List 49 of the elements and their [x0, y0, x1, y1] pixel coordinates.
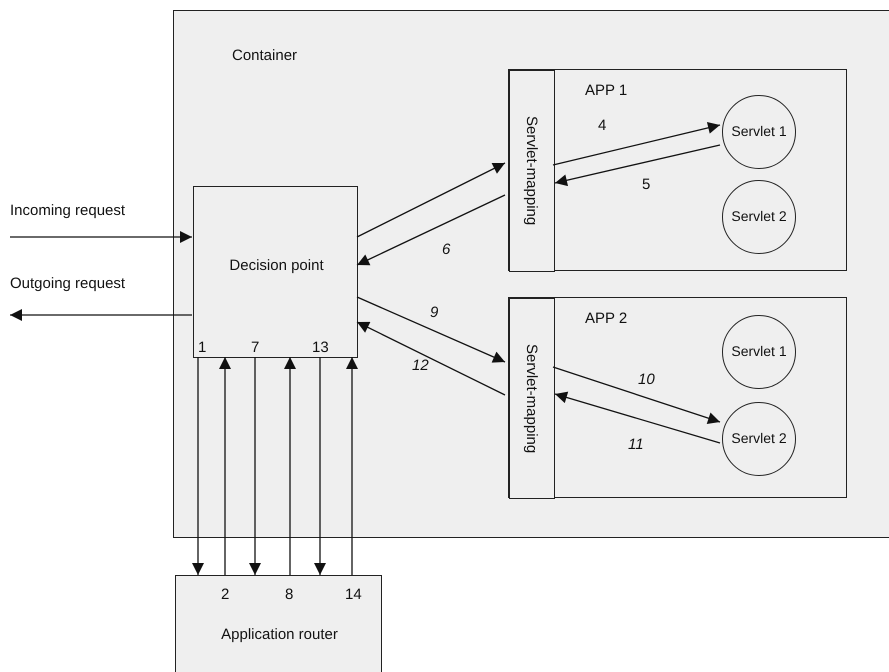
- edge-label: 6: [442, 242, 450, 257]
- app-box: [508, 69, 847, 271]
- arrow: [10, 231, 192, 243]
- app-box: [508, 297, 847, 498]
- edge-label: 13: [312, 340, 329, 355]
- servlet-label: Servlet 2: [730, 430, 788, 447]
- vertical-label: Servlet-mapping: [522, 115, 541, 228]
- arrow: [552, 366, 720, 424]
- arrow: [284, 357, 296, 575]
- container-box: [173, 10, 889, 538]
- box-label: Container: [232, 47, 298, 65]
- edge-label: 10: [638, 372, 655, 387]
- arrow: [356, 162, 506, 238]
- servlet-label: Servlet 1: [730, 343, 788, 360]
- arrow: [554, 392, 720, 444]
- edge-label: 12: [412, 358, 429, 373]
- box-label: APP 1: [585, 82, 628, 100]
- arrow: [346, 357, 358, 575]
- servlet-mapping-band: [509, 70, 555, 272]
- box-label: APP 2: [585, 310, 628, 328]
- arrow: [552, 122, 720, 166]
- servlet-mapping-band: [509, 298, 555, 499]
- edge-label: 2: [221, 587, 230, 602]
- arrow: [356, 194, 506, 266]
- arrow: [314, 357, 326, 575]
- edge-label: 1: [198, 340, 206, 355]
- arrow: [10, 309, 192, 321]
- box-label: Decision point: [228, 257, 325, 275]
- edge-label: 7: [251, 340, 260, 355]
- box-label: Application router: [220, 626, 339, 644]
- servlet-label: Servlet 1: [730, 123, 788, 140]
- edge-label: 11: [628, 437, 644, 452]
- edge-label: Incoming request: [10, 203, 126, 218]
- arrow: [219, 357, 231, 575]
- edge-label: Outgoing request: [10, 276, 126, 291]
- edge-label: 9: [430, 305, 438, 320]
- arrow: [249, 357, 261, 575]
- edge-label: 14: [345, 587, 362, 602]
- router-box: [175, 575, 382, 672]
- edge-label: 5: [642, 177, 650, 192]
- arrow: [554, 144, 720, 186]
- servlet-label: Servlet 2: [730, 208, 788, 225]
- edge-label: 4: [598, 118, 606, 133]
- arrow: [356, 321, 506, 396]
- edge-label: 8: [285, 587, 294, 602]
- arrow: [356, 296, 506, 363]
- decision-box: [193, 186, 358, 358]
- vertical-label: Servlet-mapping: [522, 342, 541, 456]
- arrow: [192, 357, 204, 575]
